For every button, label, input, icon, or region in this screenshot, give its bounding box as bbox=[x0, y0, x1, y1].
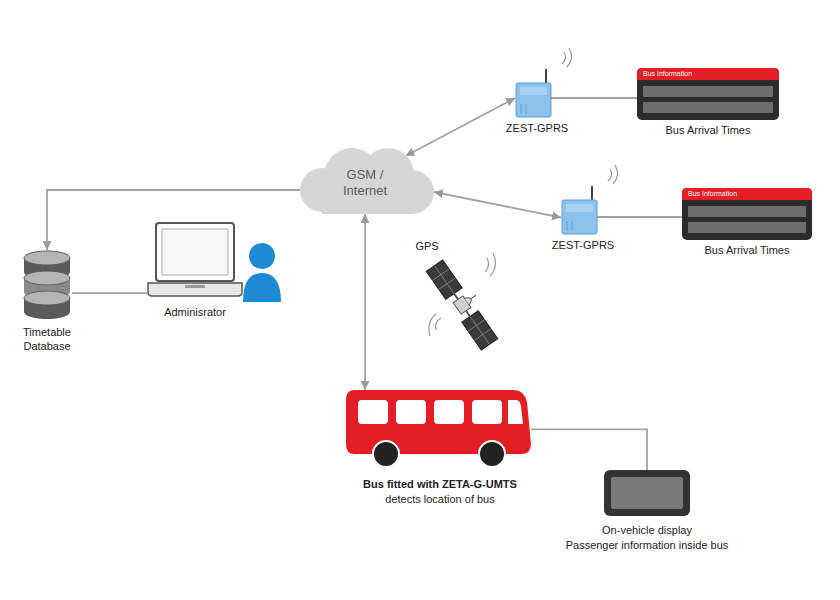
display-shape: Bus Information bbox=[637, 68, 779, 120]
node-caption: On-vehicle display bbox=[602, 524, 692, 538]
arrival-display: Bus InformationBus Arrival Times bbox=[682, 188, 812, 258]
zest-outline bbox=[515, 68, 559, 118]
zest-outline bbox=[561, 185, 605, 235]
node-caption: ZEST-GPRS bbox=[552, 239, 614, 253]
person-icon bbox=[243, 243, 281, 302]
screen-outline bbox=[604, 470, 690, 516]
node-caption: detects location of bus bbox=[385, 493, 494, 507]
cloud-shape: GSM / Internet bbox=[290, 140, 440, 220]
node-caption: Bus fitted with ZETA-G-UMTS bbox=[363, 478, 517, 492]
gps-satellite bbox=[426, 256, 503, 350]
node-caption: Bus Arrival Times bbox=[705, 244, 790, 258]
admin-laptop: Adminisrator bbox=[147, 222, 243, 320]
screen-shape bbox=[604, 470, 690, 516]
zest-shape bbox=[515, 68, 559, 118]
arrival-display: Bus InformationBus Arrival Times bbox=[637, 68, 779, 138]
bus-shape bbox=[344, 382, 536, 468]
connector bbox=[72, 292, 147, 294]
laptop-shape bbox=[147, 222, 243, 298]
gprs-modem: ZEST-GPRS bbox=[506, 68, 568, 136]
laptop-outline bbox=[147, 222, 243, 298]
node-caption: Timetable Database bbox=[12, 326, 82, 354]
bus-vehicle: Bus fitted with ZETA-G-UMTSdetects locat… bbox=[344, 382, 536, 507]
db-outline bbox=[22, 250, 72, 322]
connector bbox=[364, 214, 366, 390]
node-title: Bus Information bbox=[688, 190, 737, 197]
network-cloud: GSM / Internet bbox=[290, 140, 440, 220]
node-caption: ZEST-GPRS bbox=[506, 122, 568, 136]
connector bbox=[434, 192, 561, 218]
bus-outline bbox=[344, 382, 536, 468]
db-shape bbox=[22, 250, 72, 322]
node-caption: Adminisrator bbox=[164, 306, 226, 320]
connector bbox=[597, 216, 682, 218]
signal-waves bbox=[429, 48, 618, 336]
database-cylinder: Timetable Database bbox=[12, 250, 82, 354]
connector bbox=[531, 429, 647, 470]
connector bbox=[551, 97, 637, 99]
node-title: Bus Information bbox=[643, 70, 692, 77]
gprs-modem: ZEST-GPRS bbox=[552, 185, 614, 253]
node-title: GSM / Internet bbox=[333, 168, 397, 199]
node-caption: Bus Arrival Times bbox=[666, 124, 751, 138]
vehicle-display: On-vehicle displayPassenger information … bbox=[566, 470, 729, 553]
zest-shape bbox=[561, 185, 605, 235]
display-shape: Bus Information bbox=[682, 188, 812, 240]
connector bbox=[406, 98, 516, 156]
satellite-label: GPS bbox=[415, 240, 438, 252]
node-caption: Passenger information inside bus bbox=[566, 539, 729, 553]
